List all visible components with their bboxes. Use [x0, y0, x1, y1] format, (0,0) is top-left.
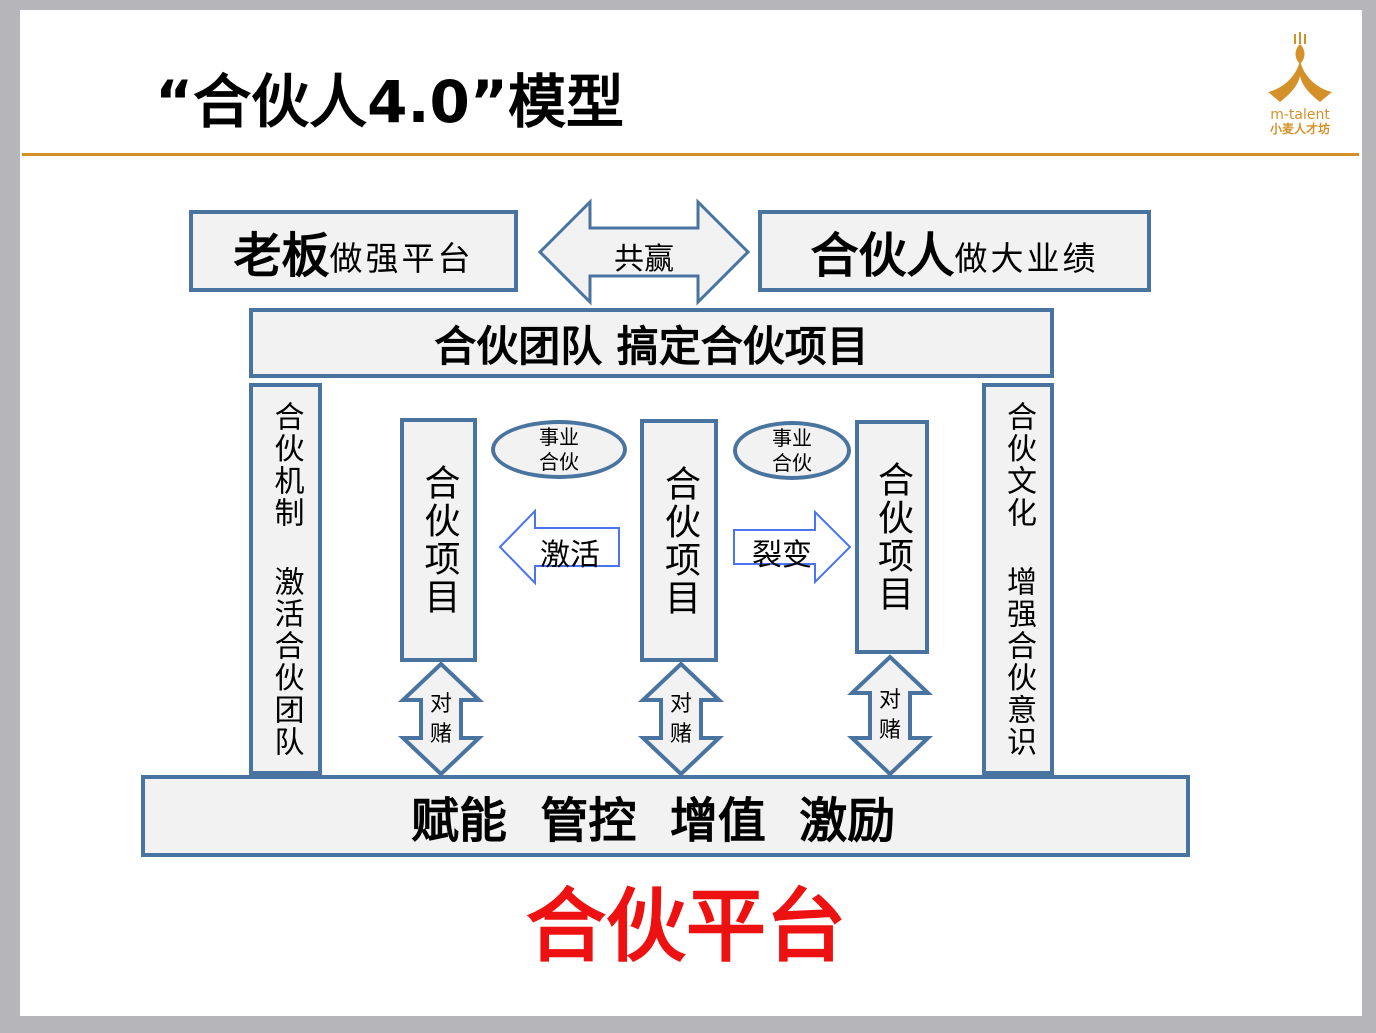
logo: m-talent 小麦人才坊 — [1258, 30, 1342, 136]
project-box-right: 合伙项目 — [855, 420, 929, 654]
team-banner: 合伙团队 搞定合伙项目 — [249, 308, 1054, 378]
bet-double-arrow-center — [637, 661, 725, 777]
ellipse-line: 事业 — [539, 424, 579, 449]
partner-small: 做大业绩 — [954, 239, 1099, 278]
ellipse-line: 合伙 — [772, 450, 812, 475]
team-banner-text: 合伙团队 搞定合伙项目 — [434, 321, 869, 371]
bet-char: 赌 — [669, 722, 692, 747]
bet-char: 对 — [878, 688, 901, 713]
win-label: 共赢 — [614, 242, 674, 277]
bet-char: 对 — [429, 692, 452, 717]
title-divider — [22, 153, 1359, 156]
win-double-arrow — [537, 198, 751, 306]
right-column-text: 合伙文化 增强合伙意识 — [1001, 400, 1036, 758]
business-partner-ellipse: 事业合伙 — [733, 421, 851, 480]
boss-small: 做强平台 — [329, 239, 474, 278]
project-box-center: 合伙项目 — [640, 419, 718, 662]
bet-double-arrow-left — [397, 661, 485, 777]
ellipse-line: 事业 — [772, 425, 812, 450]
left-column-text: 合伙机制 激活合伙团队 — [268, 400, 304, 758]
boss-box: 老板 做强平台 — [189, 210, 518, 292]
activate-label: 激活 — [540, 538, 600, 573]
bet-char: 赌 — [878, 718, 901, 743]
logo-en: m-talent — [1270, 107, 1330, 123]
partner-box: 合伙人 做大业绩 — [758, 210, 1151, 292]
boss-big: 老板 — [233, 228, 330, 284]
project-box-left: 合伙项目 — [400, 418, 477, 662]
bet-label: 对赌 — [421, 690, 461, 750]
bet-char: 赌 — [429, 722, 452, 747]
activate-left-arrow — [498, 508, 620, 586]
bet-char: 对 — [669, 692, 692, 717]
ellipse-line: 合伙 — [539, 449, 579, 474]
business-partner-ellipse: 事业合伙 — [491, 420, 627, 479]
foundation-bar: 赋能 管控 增值 激励 — [141, 775, 1190, 857]
project-label: 合伙项目 — [659, 464, 700, 617]
bet-label: 对赌 — [661, 690, 701, 750]
fission-right-arrow — [733, 509, 852, 585]
bet-label: 对赌 — [870, 686, 910, 746]
project-label: 合伙项目 — [418, 464, 460, 616]
partner-big: 合伙人 — [810, 228, 955, 284]
project-label: 合伙项目 — [872, 461, 913, 613]
bet-double-arrow-right — [846, 654, 934, 777]
wheat-logo-icon — [1268, 32, 1332, 102]
fission-label: 裂变 — [752, 538, 812, 573]
logo-cn: 小麦人才坊 — [1269, 122, 1330, 136]
foundation-text: 赋能 管控 增值 激励 — [411, 793, 896, 849]
slide-title: “合伙人4.0”模型 — [155, 68, 624, 136]
left-mechanism-column: 合伙机制 激活合伙团队 — [249, 383, 322, 775]
right-culture-column: 合伙文化 增强合伙意识 — [982, 383, 1054, 775]
platform-title: 合伙平台 — [526, 880, 846, 973]
